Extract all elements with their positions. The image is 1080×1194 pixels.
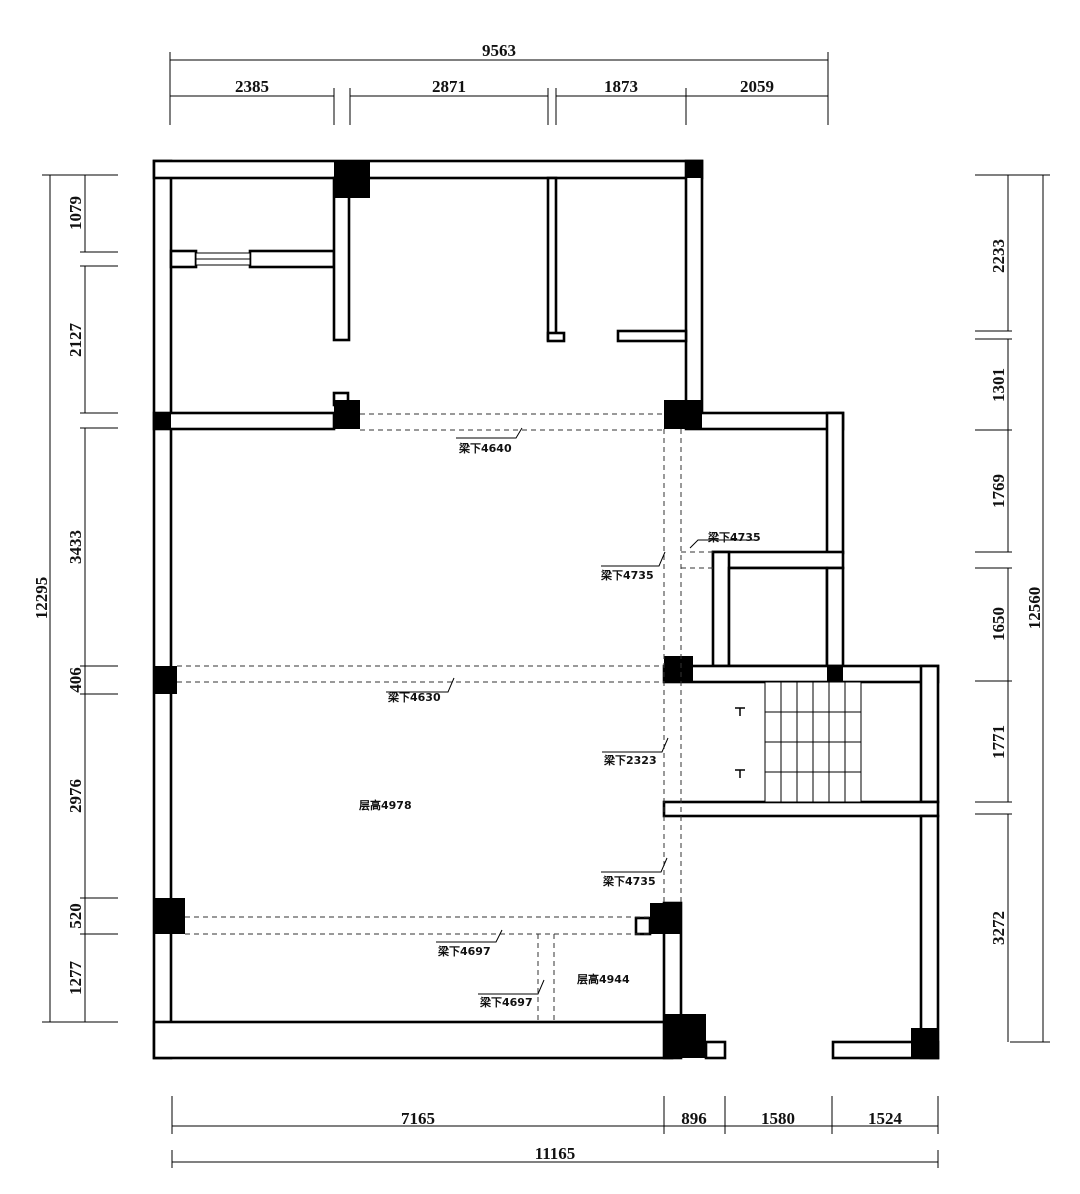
dim-right-5: 1771 [989, 725, 1008, 759]
label-beam-4735-a: 梁下4735 [707, 530, 761, 544]
label-beam-4735-c: 梁下4735 [602, 874, 656, 888]
stair [735, 681, 862, 803]
dim-bottom-1: 7165 [401, 1109, 435, 1128]
top-dimensions: 9563 2385 2871 1873 2059 [169, 41, 829, 125]
dim-left-7: 1277 [66, 961, 85, 996]
dim-left-1: 1079 [66, 196, 85, 230]
label-beam-4697-a: 梁下4697 [437, 944, 491, 958]
dim-right-6: 3272 [989, 911, 1008, 945]
annotations: 梁下4640 梁下4735 梁下4735 梁下4630 梁下2323 层高497… [358, 427, 761, 1009]
dim-bottom-3: 1580 [761, 1109, 795, 1128]
label-beam-4640: 梁下4640 [458, 441, 512, 455]
dim-left-4: 406 [66, 667, 85, 693]
label-beam-2323: 梁下2323 [603, 753, 657, 767]
columns [154, 161, 938, 1058]
bottom-dimensions: 7165 896 1580 1524 11165 [171, 1096, 939, 1168]
label-beam-4630: 梁下4630 [387, 690, 441, 704]
arrow-icon [735, 707, 745, 716]
walls [152, 159, 940, 1060]
arrow-icon [735, 769, 745, 778]
dim-right-4: 1650 [989, 607, 1008, 641]
dim-top-1: 2385 [235, 77, 269, 96]
dim-bottom-4: 1524 [868, 1109, 903, 1128]
beams [177, 413, 713, 1022]
label-height-4978: 层高4978 [358, 798, 412, 812]
dim-right-2: 1301 [989, 368, 1008, 402]
dim-left-6: 520 [66, 903, 85, 929]
label-height-4944: 层高4944 [576, 972, 630, 986]
right-dimensions: 12560 2233 1301 1769 1650 1771 3272 [975, 174, 1050, 1043]
label-beam-4697-b: 梁下4697 [479, 995, 533, 1009]
dim-top-3: 1873 [604, 77, 638, 96]
dim-left-2: 2127 [66, 323, 85, 358]
dim-right-1: 2233 [989, 239, 1008, 273]
dim-top-4: 2059 [740, 77, 774, 96]
dim-bottom-total: 11165 [535, 1144, 576, 1163]
dim-right-total: 12560 [1025, 587, 1044, 630]
dim-bottom-2: 896 [681, 1109, 707, 1128]
dim-top-total: 9563 [482, 41, 516, 60]
label-beam-4735-b: 梁下4735 [600, 568, 654, 582]
dim-top-2: 2871 [432, 77, 466, 96]
dim-left-3: 3433 [66, 530, 85, 564]
dim-left-total: 12295 [32, 577, 51, 620]
dim-right-3: 1769 [989, 474, 1008, 508]
left-dimensions: 12295 1079 2127 3433 406 2976 520 1277 [32, 174, 118, 1023]
dim-left-5: 2976 [66, 779, 85, 813]
